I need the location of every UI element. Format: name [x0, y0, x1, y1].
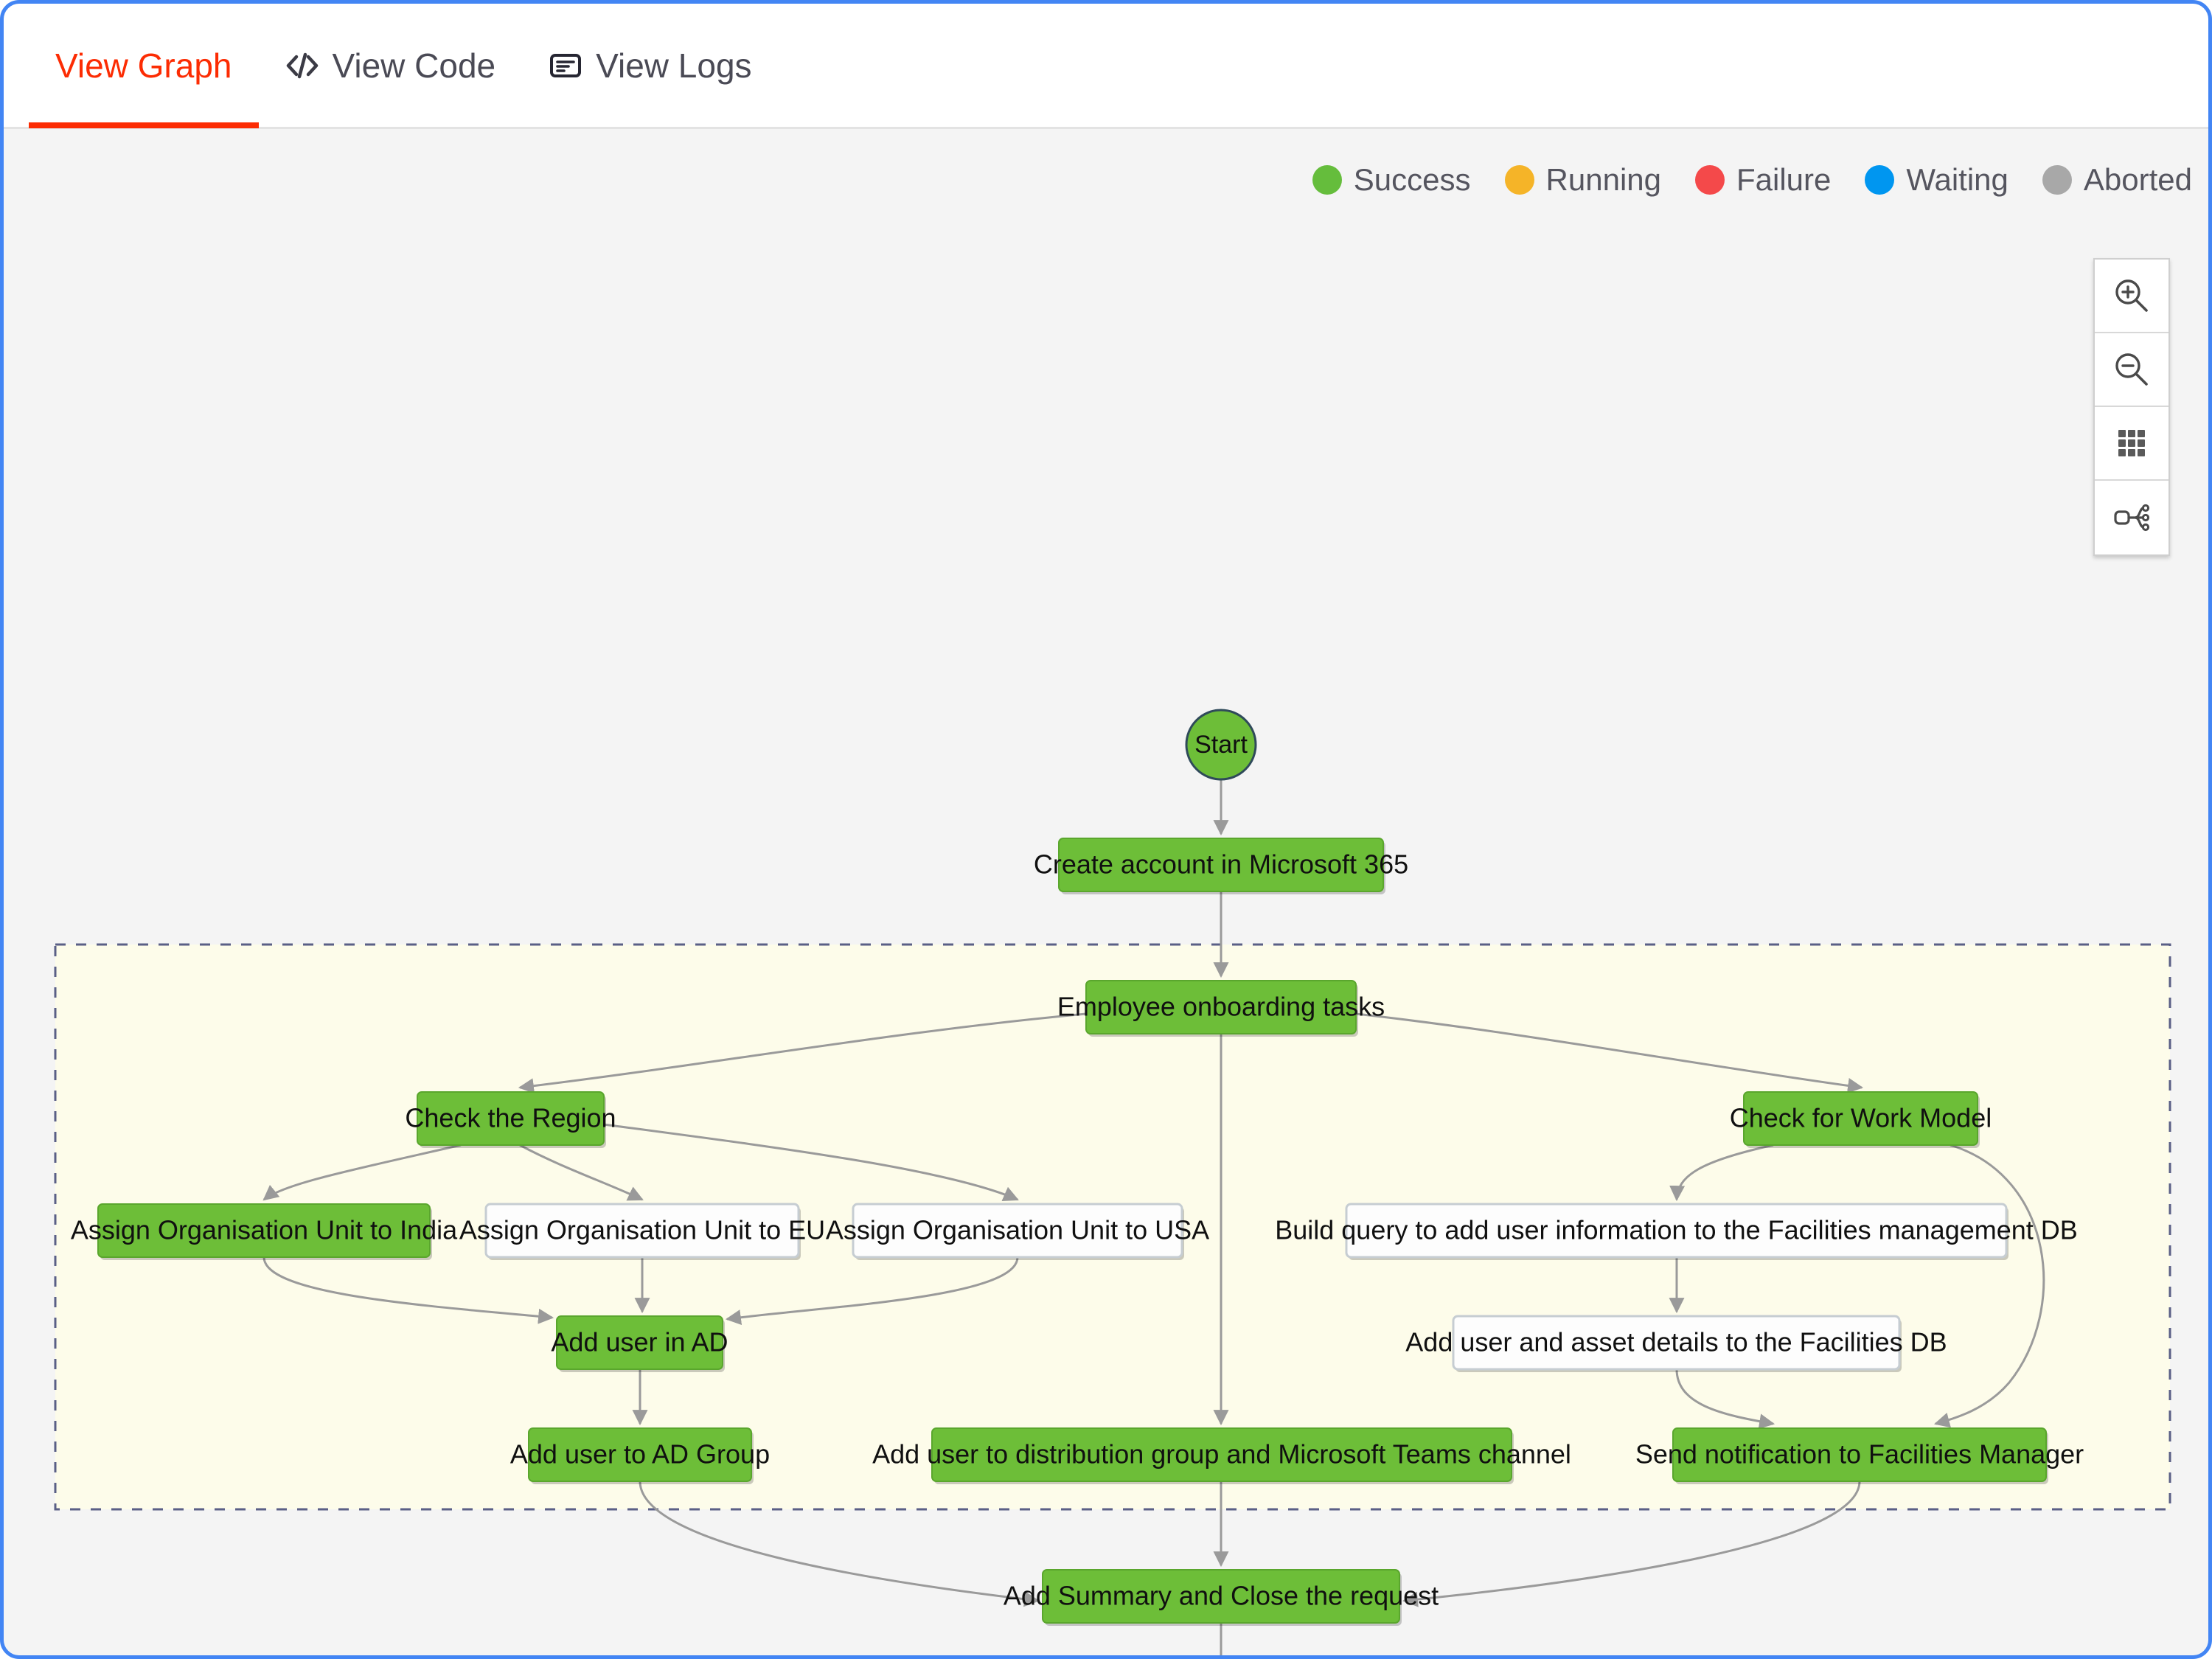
node-label: Add user in AD [551, 1327, 728, 1357]
graph-node-add-summary-close-request[interactable]: Add Summary and Close the request [1004, 1569, 1439, 1626]
legend-item-running: Running [1504, 162, 1661, 198]
legend-item-failure: Failure [1695, 162, 1831, 198]
zoom-in-icon [2112, 276, 2152, 316]
graph-edge [603, 1123, 1019, 1201]
node-label: Assign Organisation Unit to USA [826, 1215, 1209, 1245]
graph-node-add-user-distribution-group[interactable]: Add user to distribution group and Micro… [872, 1427, 1571, 1484]
node-label: Start [1194, 731, 1248, 759]
layout-button[interactable] [2095, 481, 2168, 554]
graph-edge [262, 1144, 462, 1201]
node-label: Assign Organisation Unit to EU [459, 1215, 825, 1245]
graph-edge [725, 1256, 1019, 1325]
failure-dot [1695, 165, 1725, 195]
tab-view-code[interactable]: View Code [259, 4, 523, 128]
aborted-dot [2042, 165, 2072, 195]
tab-bar: View Graph View Code View [4, 4, 2208, 129]
legend-label-waiting: Waiting [1906, 162, 2008, 197]
legend-item-success: Success [1312, 162, 1471, 198]
node-label: Add user to distribution group and Micro… [872, 1439, 1571, 1470]
code-icon [285, 51, 319, 80]
graph-node-check-the-region[interactable]: Check the Region [405, 1091, 616, 1148]
tab-view-logs[interactable]: View Logs [522, 4, 778, 128]
legend-label-aborted: Aborted [2083, 162, 2192, 197]
graph-node-assign-ou-india[interactable]: Assign Organisation Unit to India [71, 1203, 458, 1260]
grid-icon [2114, 425, 2149, 461]
graph-node-add-user-to-ad-group[interactable]: Add user to AD Group [510, 1427, 770, 1484]
graph-edge [1402, 1481, 1861, 1607]
graph-node-employee-onboarding-tasks[interactable]: Employee onboarding tasks [1057, 980, 1385, 1037]
logs-icon [549, 51, 582, 80]
status-legend: Success Running Failure Waiting Aborted [1279, 162, 2192, 198]
graph-node-assign-ou-usa[interactable]: Assign Organisation Unit to USA [826, 1203, 1209, 1260]
legend-item-waiting: Waiting [1865, 162, 2008, 198]
graph-controls [2093, 258, 2170, 556]
node-label: Add user to AD Group [510, 1439, 770, 1470]
graph-node-create-account-m365[interactable]: Create account in Microsoft 365 [1034, 838, 1408, 894]
node-label: Build query to add user information to t… [1275, 1215, 2078, 1245]
fit-grid-button[interactable] [2095, 407, 2168, 481]
graph-edge [518, 1012, 1087, 1094]
hierarchy-icon [2112, 498, 2152, 538]
graph-edge [1355, 1012, 1864, 1093]
node-label: Assign Organisation Unit to India [71, 1215, 458, 1245]
running-dot [1504, 165, 1534, 195]
node-label: Send notification to Facilities Manager [1635, 1439, 2084, 1470]
waiting-dot [1865, 165, 1895, 195]
graph-node-add-user-asset-facilities-db[interactable]: Add user and asset details to the Facili… [1405, 1315, 1947, 1372]
graph-node-build-query-facilities-db[interactable]: Build query to add user information to t… [1275, 1203, 2078, 1260]
graph-edge [639, 1481, 1040, 1607]
graph-edge [1933, 1144, 2045, 1428]
node-label: Check for Work Model [1730, 1103, 1992, 1133]
tab-view-code-label: View Code [332, 46, 496, 85]
node-label: Create account in Microsoft 365 [1034, 849, 1408, 880]
graph-node-add-user-in-ad[interactable]: Add user in AD [551, 1315, 728, 1372]
success-dot [1312, 165, 1342, 195]
legend-label-success: Success [1353, 162, 1471, 197]
zoom-out-button[interactable] [2095, 333, 2168, 407]
node-label: Employee onboarding tasks [1057, 992, 1385, 1022]
legend-label-failure: Failure [1736, 162, 1832, 197]
node-label: Add user and asset details to the Facili… [1405, 1327, 1947, 1357]
node-label: Add Summary and Close the request [1004, 1581, 1439, 1611]
graph-node-check-for-work-model[interactable]: Check for Work Model [1730, 1091, 1992, 1148]
tab-view-logs-label: View Logs [596, 46, 752, 85]
graph-canvas[interactable]: Success Running Failure Waiting Aborted [4, 129, 2208, 1655]
graph-edge [1669, 1144, 1774, 1202]
tab-view-graph[interactable]: View Graph [29, 4, 259, 128]
graph-node-send-notification-facilities-manager[interactable]: Send notification to Facilities Manager [1635, 1427, 2084, 1484]
graph-edge [1675, 1368, 1775, 1430]
graph-node-assign-ou-eu[interactable]: Assign Organisation Unit to EU [459, 1203, 825, 1260]
tab-view-graph-label: View Graph [55, 46, 232, 85]
graph-edge [519, 1144, 644, 1201]
legend-label-running: Running [1545, 162, 1661, 197]
graph-node-start[interactable]: Start [1185, 709, 1257, 781]
graph-edge [262, 1256, 554, 1324]
legend-item-aborted: Aborted [2042, 162, 2192, 198]
zoom-in-button[interactable] [2095, 260, 2168, 333]
node-label: Check the Region [405, 1103, 616, 1133]
zoom-out-icon [2112, 349, 2152, 389]
